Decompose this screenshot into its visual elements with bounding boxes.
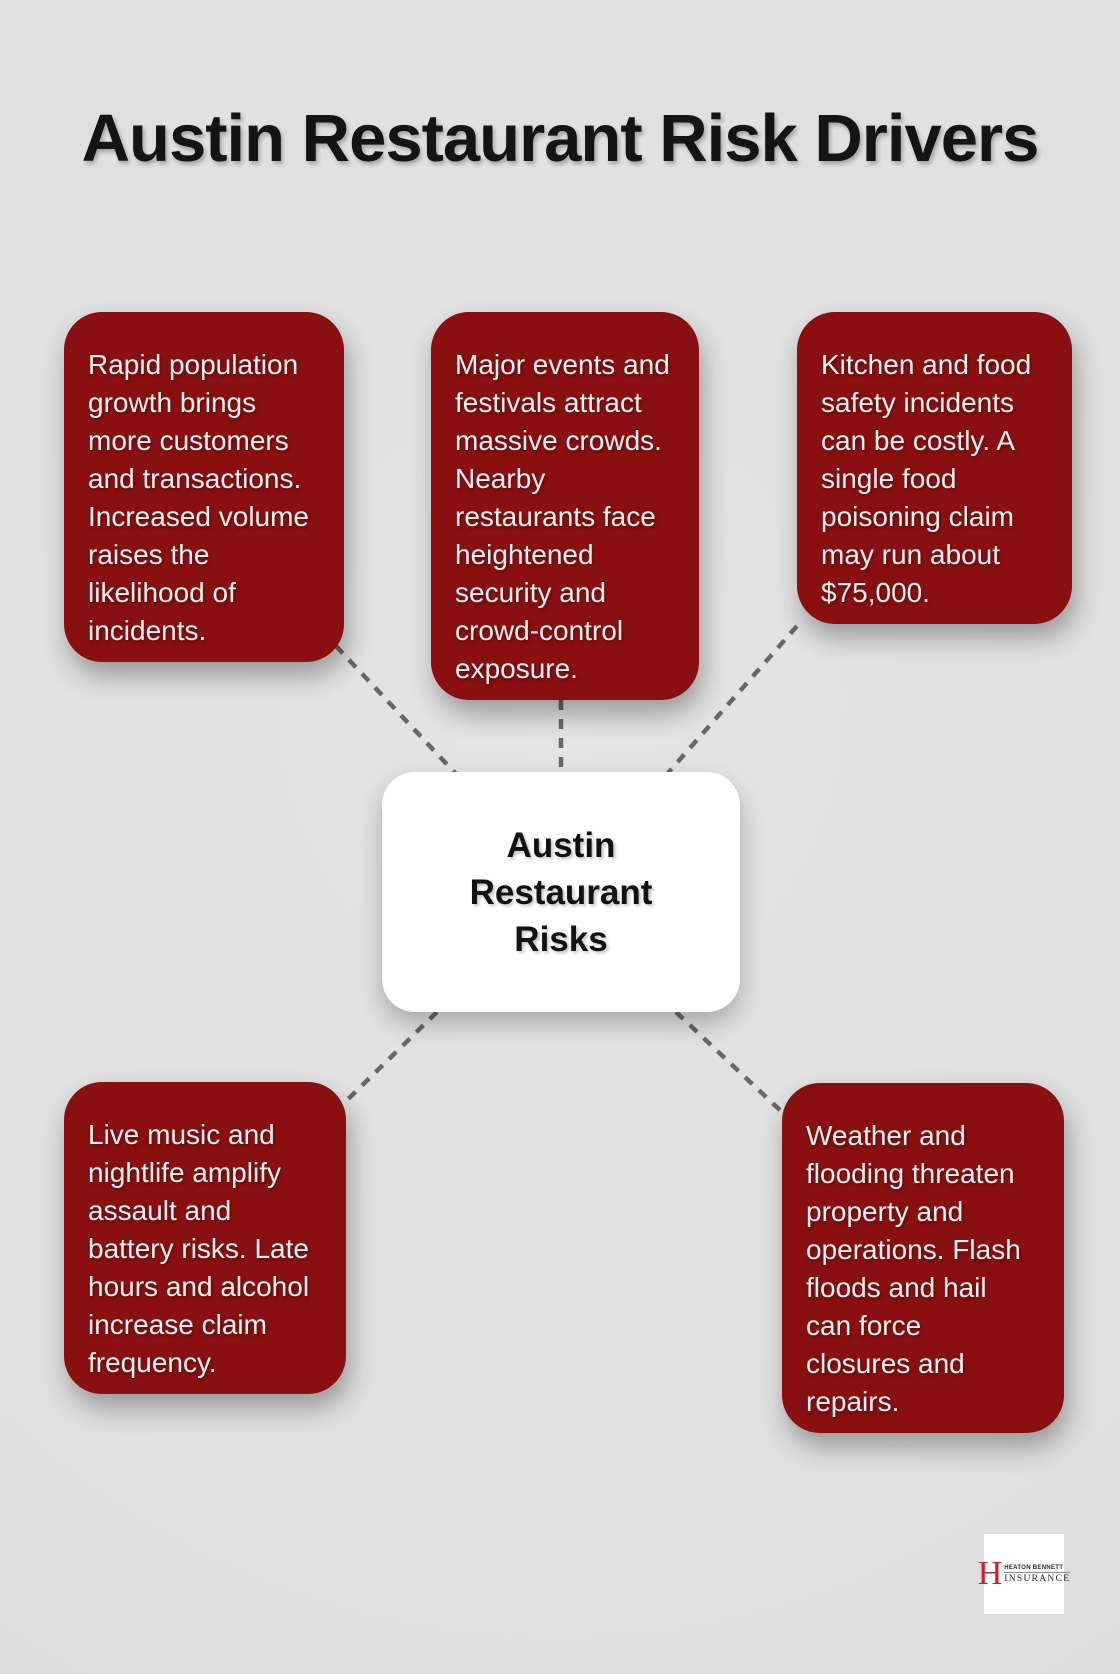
central-topic-node: Austin Restaurant Risks [382, 772, 740, 1012]
risk-text-food-safety: Kitchen and food safety incidents can be… [821, 349, 1032, 608]
risk-node-food-safety: Kitchen and food safety incidents can be… [797, 312, 1072, 624]
risk-node-weather-flooding: Weather and flooding threaten property a… [782, 1083, 1064, 1433]
risk-text-nightlife: Live music and nightlife amplify assault… [88, 1119, 310, 1378]
connector-center-to-weather [674, 1010, 785, 1115]
risk-node-population-growth: Rapid population growth brings more cust… [64, 312, 344, 662]
connector-center-to-nightlife [339, 1010, 439, 1108]
risk-text-weather-flooding: Weather and flooding threaten property a… [806, 1120, 1021, 1417]
logo-text-block: HEATON BENNETT INSURANCE [1004, 1565, 1071, 1584]
risk-text-major-events: Major events and festivals attract massi… [455, 349, 670, 684]
page-title: Austin Restaurant Risk Drivers [81, 101, 1040, 176]
connector-foodsafety-to-center [666, 624, 799, 775]
logo-company-name: HEATON BENNETT [1004, 1565, 1071, 1573]
central-topic-label: Austin Restaurant Risks [469, 825, 653, 959]
company-logo: H HEATON BENNETT INSURANCE [978, 1534, 1071, 1614]
logo-insurance-word: INSURANCE [1004, 1573, 1071, 1584]
risk-node-major-events: Major events and festivals attract massi… [431, 312, 699, 700]
logo-monogram-h: H [977, 1555, 1003, 1592]
risk-text-population-growth: Rapid population growth brings more cust… [88, 349, 310, 646]
risk-node-nightlife: Live music and nightlife amplify assault… [64, 1082, 346, 1394]
